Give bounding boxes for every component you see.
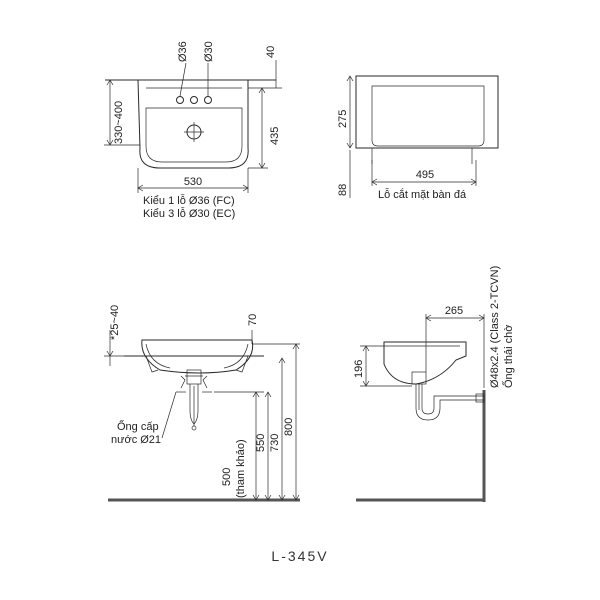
arrow-495-right	[470, 178, 477, 186]
arrow-265-right	[478, 314, 485, 322]
cutout-label: Lỗ cắt mặt bàn đá	[378, 188, 467, 201]
arrow-730-bottom	[278, 494, 286, 501]
cutout-counter-outline	[355, 75, 499, 149]
leader-supply	[161, 391, 177, 439]
arrow-800-bottom	[292, 494, 300, 501]
dim-265: 265	[445, 305, 463, 317]
arrow-500-bottom	[252, 494, 260, 501]
front-basin-inner-left	[145, 343, 171, 369]
dim-550: 550	[255, 434, 267, 452]
supply-label-1: Ống cấp	[117, 419, 159, 433]
clip-right	[235, 355, 249, 373]
supply-label-2: nước Ø21	[111, 434, 161, 446]
arrow-800-top	[292, 343, 300, 350]
front-basin-inner-right	[223, 343, 249, 369]
dim-70: 70	[247, 314, 259, 326]
arrow-275-top	[346, 75, 354, 82]
arrow-25-40	[106, 350, 114, 357]
supply-valve-left-icon	[180, 375, 186, 389]
basin-outline	[137, 79, 249, 169]
dim-hole-36: Ø36	[177, 41, 189, 62]
arrow-530-right	[242, 184, 249, 192]
dim-800: 800	[283, 418, 295, 436]
tap-hole-left-icon	[176, 96, 184, 104]
leader-hole-36	[179, 62, 187, 97]
side-basin-outline	[383, 341, 467, 385]
model-number: L-345V	[271, 548, 328, 564]
tap-hole-center-icon	[190, 96, 198, 104]
arrow-500-top	[252, 391, 260, 398]
tap-hole-right-icon	[204, 96, 212, 104]
dim-530: 530	[184, 176, 202, 188]
dim-hole-30: Ø30	[203, 41, 215, 62]
arrow-495-left	[371, 178, 378, 186]
arrow-530-left	[137, 184, 144, 192]
pipe-label-2: Ống thải chờ	[501, 325, 515, 388]
dim-40: 40	[265, 46, 277, 58]
front-view: *25~40 70 Ống cấp nước Ø21 500 (tham khả…	[104, 305, 300, 502]
arrow-435-top	[258, 87, 266, 94]
dim-730: 730	[269, 434, 281, 452]
clip-left	[145, 355, 159, 373]
dim-25-40: *25~40	[109, 305, 121, 340]
arrow-550-top	[264, 391, 272, 398]
cutout-opening	[371, 85, 485, 147]
arrow-196-top	[362, 345, 370, 352]
side-trap-inner	[421, 384, 484, 415]
arrow-330-top	[106, 79, 114, 86]
dim-500-note: (tham khảo)	[235, 439, 247, 498]
dim-495: 495	[416, 169, 434, 181]
arrow-550-bottom	[264, 494, 272, 501]
arrow-730-top	[278, 357, 286, 364]
side-wall-flange	[475, 393, 485, 403]
dim-500: 500	[221, 468, 233, 486]
note-single-hole: Kiểu 1 lỗ Ø36 (FC)	[143, 194, 235, 207]
dim-196: 196	[353, 360, 365, 378]
bowl-outline	[145, 107, 243, 163]
dim-88: 88	[337, 184, 349, 196]
arrow-196-bottom	[362, 380, 370, 387]
note-triple-hole: Kiểu 3 lỗ Ø30 (EC)	[143, 207, 235, 220]
side-trap-outer	[415, 384, 484, 421]
front-trap-end	[191, 425, 197, 431]
arrow-435-bottom	[258, 162, 266, 169]
top-view: Ø36 Ø30 40 435 330~400 530 Kiểu 1 lỗ Ø36…	[104, 41, 282, 220]
arrow-265-left	[425, 314, 432, 322]
dim-275: 275	[337, 110, 349, 128]
dim-435: 435	[269, 127, 281, 145]
cutout-view: 275 88 495 Lỗ cắt mặt bàn đá	[337, 75, 499, 201]
dim-330-400: 330~400	[113, 101, 125, 144]
arrow-275-bottom	[346, 142, 354, 149]
supply-valve-right-icon	[202, 375, 208, 389]
arrow-330-bottom	[106, 139, 114, 146]
front-drain-body	[186, 369, 202, 385]
side-view: 265 196 Ø48x2.4 (Class 2-TCVN) Ống thải …	[353, 266, 515, 502]
pipe-label-1: Ø48x2.4 (Class 2-TCVN)	[489, 266, 501, 388]
